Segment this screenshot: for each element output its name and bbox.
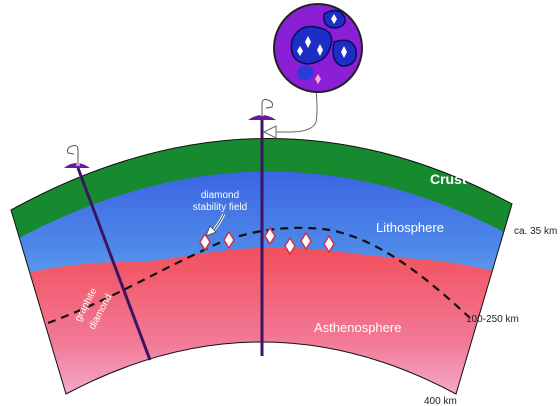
- magnify-connector-line: [274, 90, 317, 132]
- diamond-ore-magnified-icon: [274, 4, 362, 92]
- depth-label-400km: 400 km: [424, 396, 457, 406]
- depth-label-100-250km: 100-250 km: [466, 314, 519, 325]
- mantle-sector: [0, 60, 560, 406]
- asthenosphere-label: Asthenosphere: [314, 320, 401, 335]
- arrow-head-icon: [264, 126, 276, 138]
- kimberlite-pipe-icon: [68, 146, 79, 167]
- lithosphere-label: Lithosphere: [376, 220, 444, 235]
- stability-field-label-line1: diamond: [201, 190, 239, 201]
- stability-field-label-line2: stability field: [193, 202, 247, 213]
- crust-label: Crust: [430, 171, 467, 187]
- depth-label-35km: ca. 35 km: [514, 226, 557, 237]
